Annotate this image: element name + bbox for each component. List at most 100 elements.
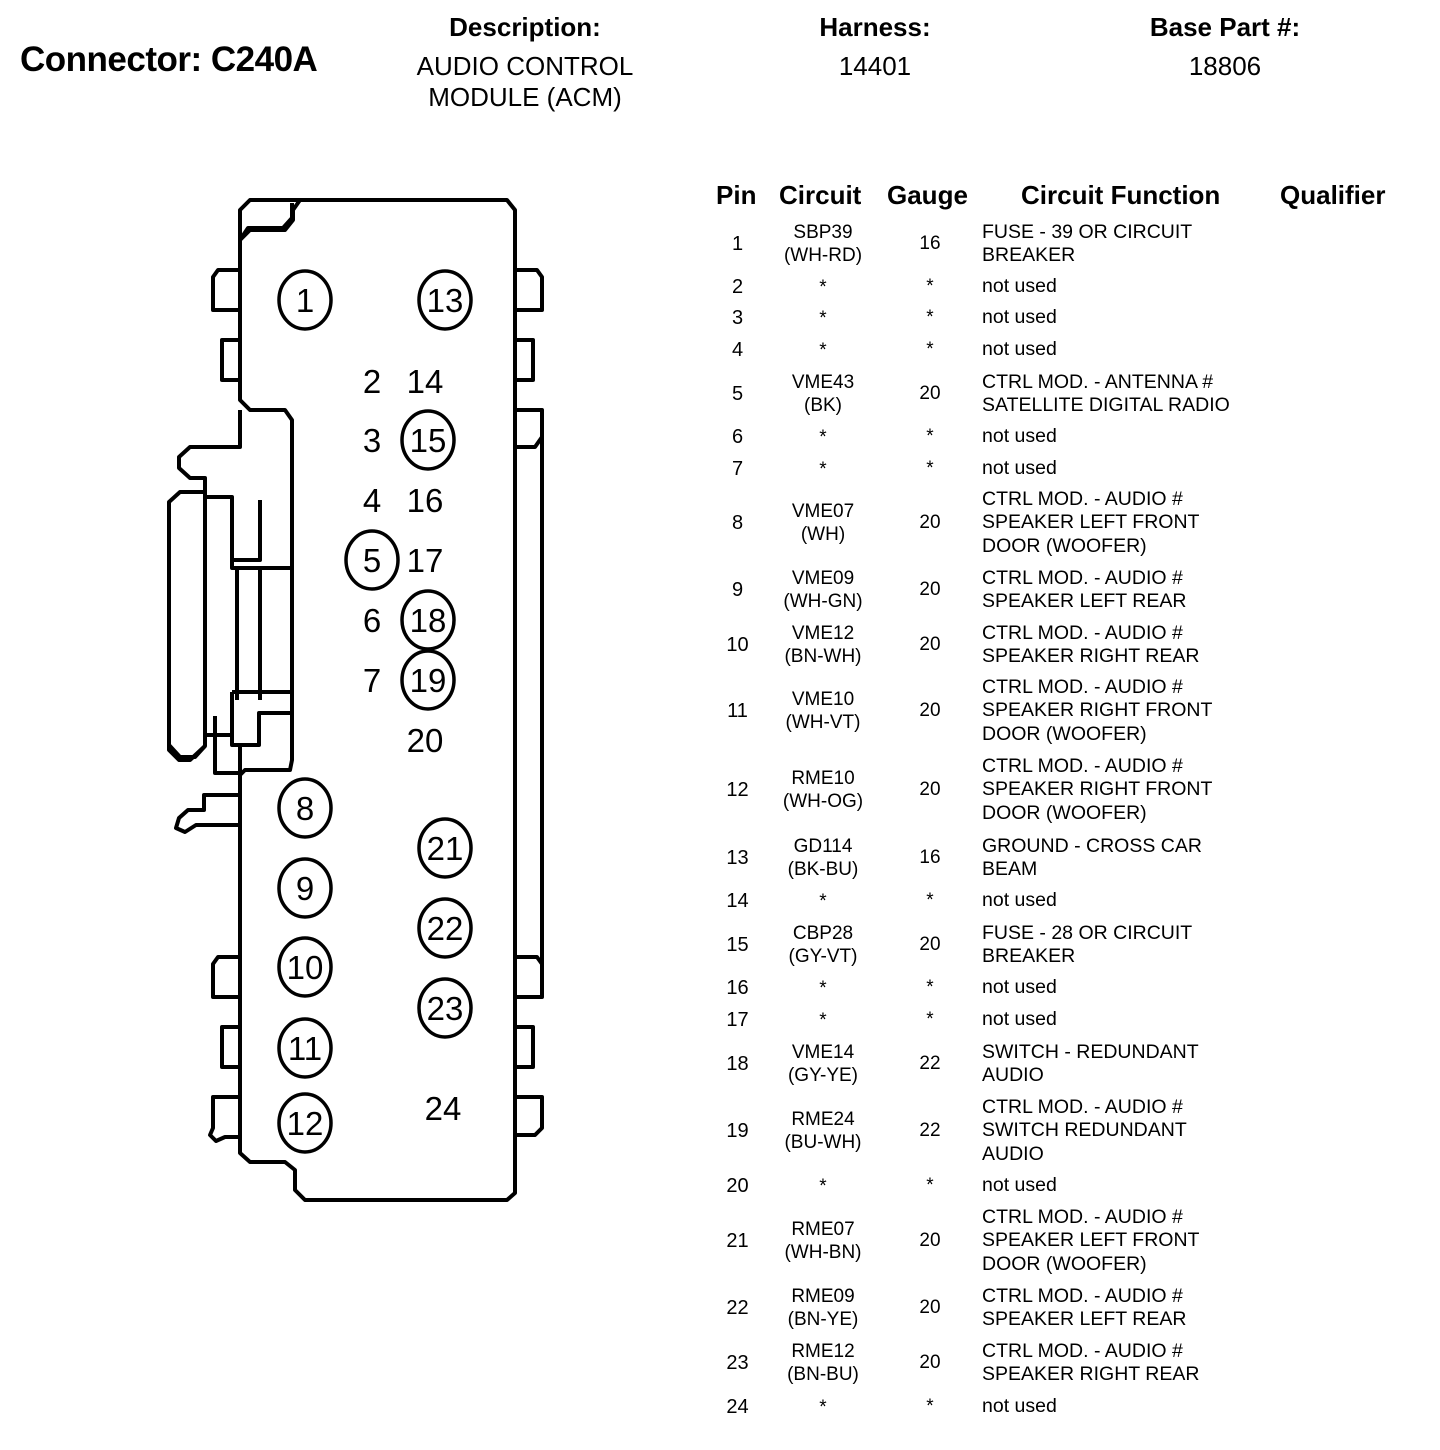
pin-number: 3 — [731, 306, 744, 329]
qualifier — [1285, 220, 1425, 268]
qualifier — [1285, 1096, 1425, 1166]
pin-label: 6 — [363, 602, 381, 639]
connector-pin: 22 — [417, 897, 473, 959]
connector-pin: 5 — [344, 529, 400, 591]
qualifier — [1285, 886, 1425, 916]
circuit-code: CBP28 (GY-VT) — [788, 923, 858, 967]
circuit-code: RME07 (WH-BN) — [784, 1219, 862, 1263]
connector-pin: 19 — [400, 649, 456, 711]
harness-block: Harness: 14401 — [780, 12, 970, 82]
wire-gauge: * — [926, 458, 934, 479]
pin-number: 9 — [731, 578, 744, 601]
connector-pin: 1 — [277, 269, 333, 331]
pin-number: 19 — [726, 1119, 749, 1142]
circuit-code: VME12 (BN-WH) — [784, 623, 862, 667]
pin-label: 1 — [296, 282, 314, 319]
wire-gauge: * — [926, 977, 934, 998]
qualifier — [1285, 1206, 1425, 1276]
circuit-function: CTRL MOD. - AUDIO # SPEAKER RIGHT FRONT … — [982, 754, 1213, 824]
circuit-code: * — [819, 307, 827, 329]
wire-gauge: 20 — [919, 512, 941, 533]
circuit-code: RME09 (BN-YE) — [787, 1286, 859, 1330]
wire-gauge: * — [926, 1009, 934, 1030]
qualifier — [1285, 1005, 1425, 1035]
wire-gauge: * — [926, 339, 934, 360]
pin-circle — [277, 777, 333, 839]
circuit-function: not used — [982, 306, 1057, 329]
circuit-function: not used — [982, 1008, 1057, 1031]
pin-circle — [277, 936, 333, 998]
pin-circle — [277, 857, 333, 919]
circuit-code: * — [819, 426, 827, 448]
connector-pin: 4 — [363, 482, 381, 519]
pin-label: 8 — [296, 790, 314, 827]
wire-gauge: 20 — [919, 634, 941, 655]
pin-number: 10 — [726, 633, 749, 656]
connector-pin: 14 — [407, 363, 444, 400]
connector-pin: 3 — [363, 422, 381, 459]
pin-label: 18 — [410, 602, 447, 639]
pin-label: 12 — [287, 1105, 324, 1142]
circuit-code: * — [819, 276, 827, 298]
circuit-function: CTRL MOD. - AUDIO # SWITCH REDUNDANT AUD… — [982, 1095, 1187, 1165]
connector-pin: 13 — [417, 269, 473, 331]
pin-circle — [344, 529, 400, 591]
wire-gauge: * — [926, 890, 934, 911]
connector-pin: 17 — [407, 542, 444, 579]
qualifier — [1285, 676, 1425, 746]
qualifier — [1285, 488, 1425, 558]
qualifier — [1285, 621, 1425, 669]
pin-circle — [417, 897, 473, 959]
pin-label: 14 — [407, 363, 444, 400]
pin-number: 18 — [726, 1052, 749, 1075]
pin-circle — [277, 269, 333, 331]
pin-number: 2 — [731, 275, 744, 298]
circuit-function: CTRL MOD. - AUDIO # SPEAKER LEFT FRONT D… — [982, 487, 1200, 557]
pin-circle — [400, 589, 456, 651]
connector-title: Connector: C240A — [20, 40, 318, 79]
circuit-function: not used — [982, 1174, 1057, 1197]
circuit-function: SWITCH - REDUNDANT AUDIO — [982, 1040, 1199, 1087]
pin-label: 2 — [363, 363, 381, 400]
pin-number: 11 — [727, 699, 748, 722]
connector-pin: 12 — [277, 1092, 333, 1154]
qualifier — [1285, 335, 1425, 365]
wire-gauge: 20 — [919, 579, 941, 600]
wire-gauge: * — [926, 307, 934, 328]
column-header-pin: Pin — [716, 180, 757, 210]
pin-label: 7 — [363, 662, 381, 699]
pin-circle — [417, 977, 473, 1039]
table-row: 20**not used — [710, 1171, 1430, 1201]
qualifier — [1285, 755, 1425, 825]
pin-number: 14 — [726, 889, 749, 912]
harness-value: 14401 — [838, 51, 912, 81]
pin-label: 13 — [427, 282, 464, 319]
circuit-function: CTRL MOD. - ANTENNA # SATELLITE DIGITAL … — [982, 370, 1230, 417]
circuit-function: not used — [982, 338, 1057, 361]
circuit-code: SBP39 (WH-RD) — [783, 222, 863, 266]
circuit-function: not used — [982, 457, 1057, 480]
description-block: Description: AUDIO CONTROL MODULE (ACM) — [380, 12, 670, 113]
qualifier — [1285, 566, 1425, 614]
connector-pin: 8 — [277, 777, 333, 839]
connector-pin: 6 — [363, 602, 381, 639]
pin-label: 20 — [407, 722, 444, 759]
circuit-code: * — [819, 1396, 827, 1418]
connector-pin: 21 — [417, 817, 473, 879]
wire-gauge: * — [926, 1396, 934, 1417]
connector-pin: 10 — [277, 936, 333, 998]
qualifier — [1285, 303, 1425, 333]
pin-number: 22 — [726, 1296, 749, 1319]
pin-label: 11 — [288, 1030, 322, 1067]
circuit-function: not used — [982, 1395, 1057, 1418]
pin-label: 24 — [425, 1090, 462, 1127]
wire-gauge: 20 — [919, 1352, 941, 1373]
pin-number: 13 — [726, 846, 749, 869]
wire-gauge: 20 — [919, 934, 941, 955]
